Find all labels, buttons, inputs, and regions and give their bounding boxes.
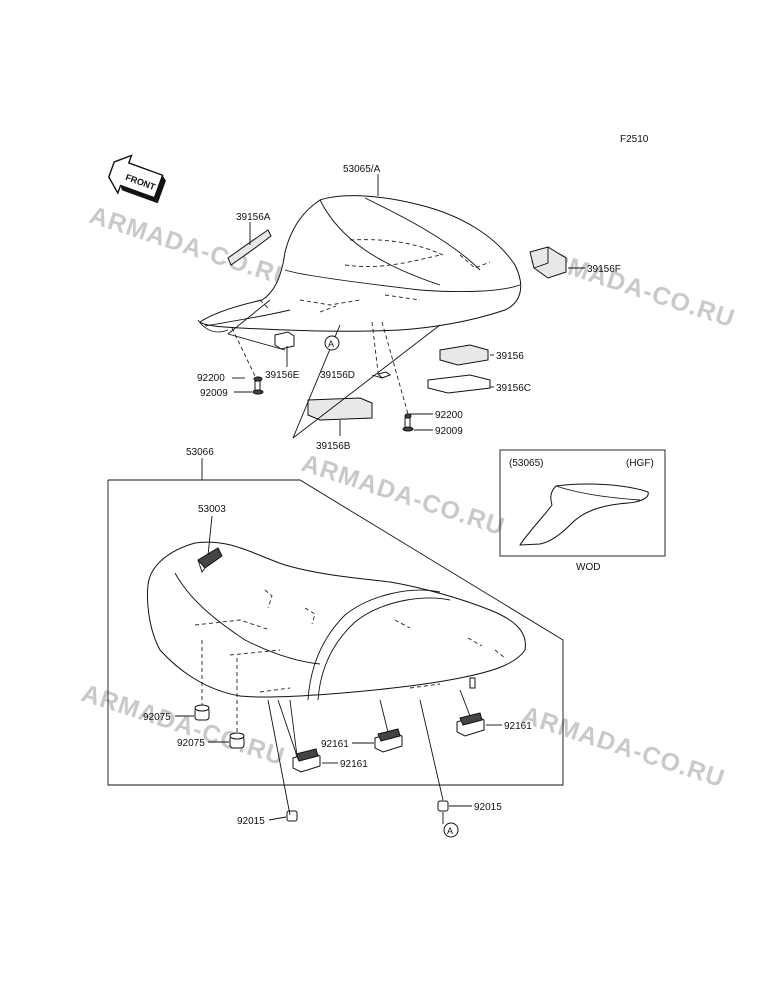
watermark: ARMADA-CO.RU (298, 449, 508, 541)
part-92015-right: 92015 (474, 802, 502, 813)
part-92009-left: 92009 (200, 388, 228, 399)
part-53003: 53003 (198, 504, 226, 515)
rubber-92075-upper (194, 704, 210, 721)
part-92075-upper: 92075 (143, 712, 171, 723)
part-53065a: 53065/A (343, 164, 381, 175)
collar-92015-right (437, 800, 449, 812)
bracket-92161-right (456, 712, 485, 737)
pad-39156c (427, 374, 491, 394)
pad-39156d (377, 371, 392, 379)
screw-92009-left (252, 376, 264, 395)
inset-box (499, 449, 666, 557)
inset-left-label: (53065) (509, 458, 543, 469)
part-92200-right: 92200 (435, 410, 463, 421)
bracket-92161-mid (374, 728, 403, 753)
part-92015-left: 92015 (237, 816, 265, 827)
part-92161-right: 92161 (504, 721, 532, 732)
part-92161-mid: 92161 (321, 739, 349, 750)
callout-a-upper (324, 335, 340, 351)
rubber-92075-lower (229, 732, 245, 749)
assembly-frame (107, 458, 564, 786)
callout-a-upper-label: A (328, 339, 334, 349)
part-92161-left: 92161 (340, 759, 368, 770)
part-39156b: 39156B (316, 441, 351, 452)
callout-a-lower (443, 822, 459, 838)
pad-39156b (307, 397, 373, 421)
leaders-lower (175, 515, 502, 824)
decal-39156a (227, 229, 272, 266)
part-39156f: 39156F (587, 264, 621, 275)
figure-code: F2510 (620, 134, 649, 145)
part-92009-right: 92009 (435, 426, 463, 437)
part-39156a: 39156A (236, 212, 271, 223)
watermark: ARMADA-CO.RU (518, 701, 728, 793)
part-39156e: 39156E (265, 370, 300, 381)
inset-right-label: (HGF) (626, 458, 654, 469)
callout-a-lower-label: A (447, 826, 453, 836)
bracket-92161-left (292, 748, 321, 773)
part-92200-left: 92200 (197, 373, 225, 384)
main-seat (147, 541, 526, 701)
collar-92015-left (286, 810, 298, 822)
pad-39156 (439, 344, 489, 366)
seat-cowl (197, 195, 522, 333)
pad-39156e (274, 331, 295, 350)
inset-caption: WOD (576, 562, 600, 573)
screw-92009-right (402, 413, 414, 432)
pad-39156f (529, 246, 567, 279)
part-39156: 39156 (496, 351, 524, 362)
part-39156c: 39156C (496, 383, 531, 394)
front-arrow-icon: FRONT (108, 154, 166, 204)
part-92075-lower: 92075 (177, 738, 205, 749)
part-53066: 53066 (186, 447, 214, 458)
part-39156d: 39156D (320, 370, 355, 381)
